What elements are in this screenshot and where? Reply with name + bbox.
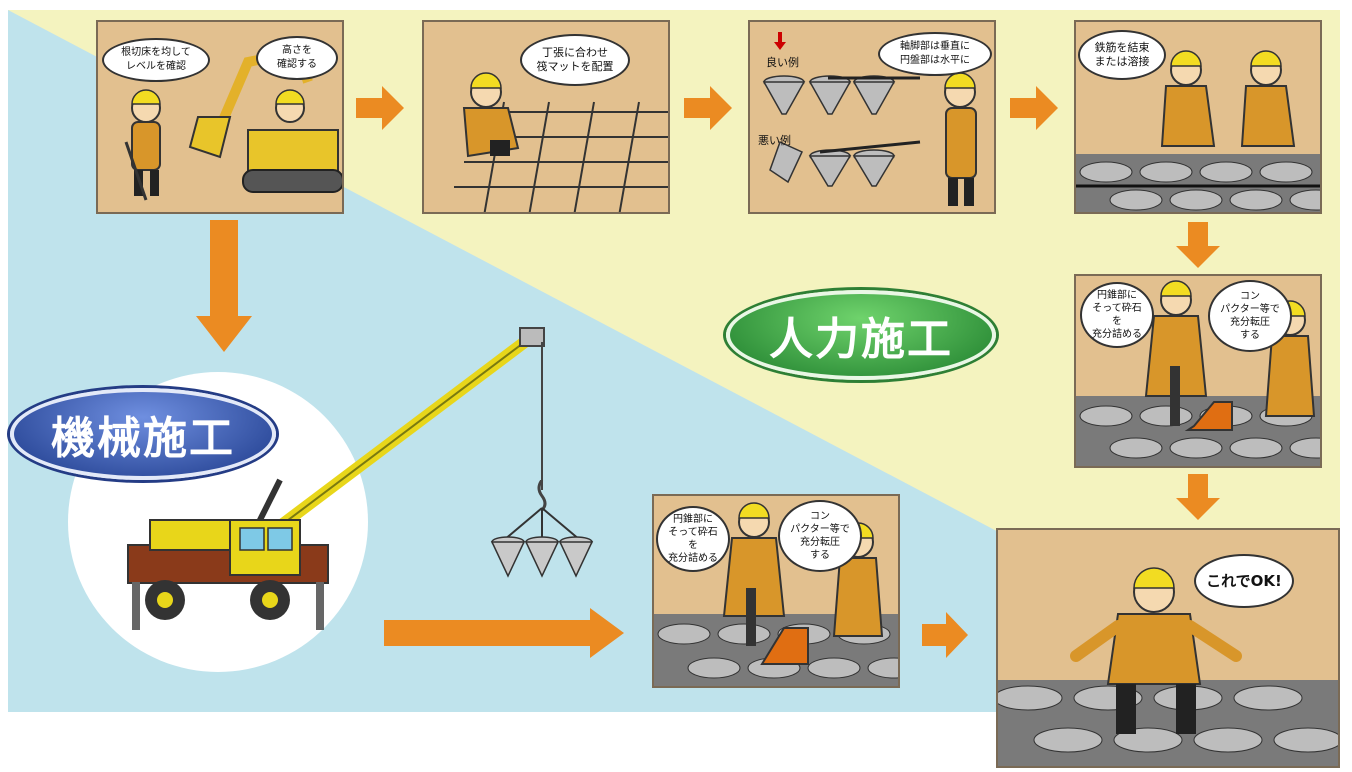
jackhammer [1170, 366, 1180, 426]
bubble-pile-install: 軸脚部は垂直に 円盤部は水平に [878, 32, 992, 76]
panel-level-check: 根切床を均して レベルを確認 高さを 確認する [96, 20, 344, 214]
arrow-down-1 [1176, 222, 1220, 268]
tilted-pile [769, 140, 803, 184]
excavator-bucket [188, 116, 232, 159]
arrow-right-final [922, 612, 968, 658]
arrow-right-3 [1010, 86, 1058, 130]
bubble-gravel-fill: 円錐部に そって砕石を 充分詰める [1080, 282, 1154, 348]
arrow-down-machine [196, 220, 252, 352]
bubble-compact: コン パクター等で 充分転圧 する [778, 500, 862, 572]
lifted-piles [490, 480, 594, 578]
bubble-gravel-fill: 円錐部に そって砕石を 充分詰める [656, 506, 730, 572]
manual-construction-label: 人力施工 [726, 290, 996, 380]
panel-complete: これでOK! [996, 528, 1340, 768]
shovel [124, 141, 148, 201]
bubble-complete: これでOK! [1194, 554, 1294, 608]
bubble-height-check: 高さを 確認する [256, 36, 338, 80]
panel-gravel-fill-manual: 円錐部に そって砕石を 充分詰める コン パクター等で 充分転圧 する [1074, 274, 1322, 468]
machine-construction-label: 機械施工 [10, 388, 276, 480]
excavator-track [242, 169, 342, 193]
crane-illustration [127, 327, 545, 630]
panel-rebar-bind: 鉄筋を結束 または溶接 [1074, 20, 1322, 214]
arrow-down-2 [1176, 474, 1220, 520]
compactor [760, 627, 809, 665]
panel-pile-install: 良い例 悪い例 軸脚部は垂直に 円盤部は水平に [748, 20, 996, 214]
bubble-mat-layout: 丁張に合わせ 筏マットを配置 [520, 34, 630, 86]
bubble-compact: コン パクター等で 充分転圧 する [1208, 280, 1292, 352]
arrow-right-2 [684, 86, 732, 130]
crane-hook [537, 480, 547, 512]
jackhammer [746, 588, 756, 646]
bubble-rebar-bind: 鉄筋を結束 または溶接 [1078, 30, 1166, 80]
panel-mat-layout: 丁張に合わせ 筏マットを配置 [422, 20, 670, 214]
bubble-level-check: 根切床を均して レベルを確認 [102, 38, 210, 82]
arrow-right-1 [356, 86, 404, 130]
good-example-label: 良い例 [766, 56, 799, 69]
bad-example-label: 悪い例 [758, 134, 791, 147]
panel-gravel-fill-machine: 円錐部に そって砕石を 充分詰める コン パクター等で 充分転圧 する [652, 494, 900, 688]
compactor [1184, 401, 1233, 431]
arrow-right-machine [384, 608, 624, 658]
